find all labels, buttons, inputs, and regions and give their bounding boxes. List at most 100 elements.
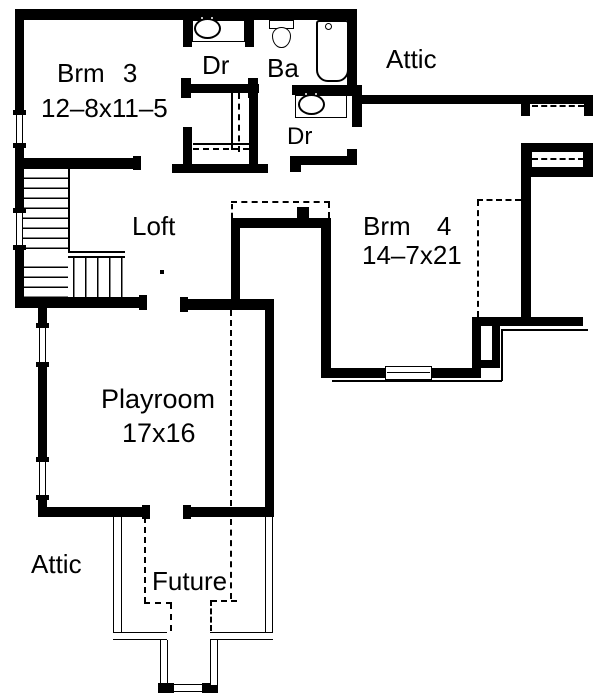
wall-attic <box>352 95 593 104</box>
wall-attic-access-top <box>521 143 593 152</box>
eave-outline <box>265 517 273 632</box>
window-sill <box>13 143 26 148</box>
attic-access-dashed <box>532 158 584 160</box>
eave-line <box>502 329 588 331</box>
plan-dot <box>160 270 164 274</box>
ceiling-dashed-line <box>477 199 521 201</box>
room-label-brm3: Brm 3 <box>57 58 138 88</box>
wall-dr2-top <box>292 85 352 95</box>
wall-playroom-left <box>38 495 47 517</box>
wall-attic-access-right <box>584 143 593 177</box>
window-sill <box>36 457 49 462</box>
ceiling-dashed-line <box>477 200 479 317</box>
future-dashed-line <box>144 517 146 603</box>
wall-left-exterior <box>15 9 24 115</box>
faucet-dot <box>304 92 308 96</box>
closet-shelf-line <box>231 93 233 150</box>
eave-outline <box>160 640 168 685</box>
bathtub-fixture <box>316 20 349 82</box>
sink-fixture <box>194 18 221 39</box>
faucet-dot <box>210 16 214 20</box>
door-jamb <box>133 156 141 170</box>
door-jamb <box>180 297 188 312</box>
threshold <box>174 684 202 692</box>
window <box>39 328 46 362</box>
room-label-attic-top: Attic <box>386 44 437 74</box>
door-jamb <box>142 505 150 519</box>
window <box>39 462 46 495</box>
door-jamb <box>139 295 147 310</box>
wall-bath-right <box>347 20 357 96</box>
room-dims-brm3: 12–8x11–5 <box>41 93 168 123</box>
wall-stub <box>183 20 192 47</box>
window-sill <box>36 323 49 328</box>
wall-closet-right <box>249 84 258 164</box>
stair-stringer <box>68 169 70 253</box>
room-label-future: Future <box>152 566 228 596</box>
room-label-ba: Ba <box>267 53 299 83</box>
window-sill <box>13 110 26 115</box>
wall-chase <box>492 326 500 368</box>
wall-attic-access-bottom <box>521 168 593 177</box>
wall-brm3-bottom <box>20 158 141 169</box>
door-jamb <box>347 149 357 165</box>
room-dims-playroom: 17x16 <box>122 418 196 448</box>
room-label-playroom: Playroom <box>101 384 216 414</box>
faucet-dot <box>314 92 318 96</box>
door-jamb <box>158 683 174 693</box>
wall-loft-bottom <box>180 299 266 310</box>
stair-treads <box>22 169 69 254</box>
wall-brm4-left <box>321 218 331 378</box>
room-dims-brm4: 14–7x21 <box>362 240 462 270</box>
stair-treads <box>22 258 68 298</box>
wall-hall-bottom <box>172 164 268 173</box>
future-dashed-line <box>210 600 212 631</box>
room-label-dr1: Dr <box>202 50 230 80</box>
wall-left-exterior <box>15 143 24 213</box>
window <box>385 366 432 380</box>
sink-fixture <box>298 94 325 115</box>
eave-outline <box>210 640 218 685</box>
door-jamb <box>181 78 191 98</box>
window-mullion <box>387 372 430 373</box>
wall-playroom-left <box>38 307 47 328</box>
closet-rod-line <box>238 93 240 152</box>
window-sill <box>13 208 26 213</box>
eave-outline <box>113 632 167 640</box>
closet-rod-line <box>193 148 249 150</box>
eave-outline <box>113 517 122 632</box>
wall-step <box>472 317 481 378</box>
room-label-dr2: Dr <box>287 123 313 150</box>
window-sill <box>13 245 26 250</box>
wall-playroom-right <box>265 299 274 517</box>
wall-playroom-bottom <box>42 507 150 517</box>
toilet-fixture <box>272 27 291 48</box>
window <box>16 115 23 143</box>
wall-loft-bottom <box>18 297 147 308</box>
wall-brm4-right <box>521 143 531 317</box>
ceiling-dashed-line <box>231 201 330 203</box>
wall-playroom-bottom <box>183 507 273 517</box>
wall-stub <box>584 104 593 116</box>
ceiling-dashed-line <box>230 310 232 506</box>
stair-railing <box>68 251 125 258</box>
wall-stub <box>521 104 530 116</box>
wall-top-exterior <box>15 9 357 20</box>
eave-outline <box>210 632 273 640</box>
door-jamb <box>183 505 191 519</box>
wall-dr2-bottom <box>292 156 357 165</box>
future-dashed-line <box>144 602 172 604</box>
door-jamb <box>290 156 301 172</box>
room-label-loft: Loft <box>132 211 176 241</box>
stair-treads <box>73 258 125 298</box>
room-label-attic-bottom: Attic <box>31 549 82 579</box>
future-dashed-line <box>211 600 237 602</box>
door-jamb <box>202 683 218 693</box>
wall-playroom-left <box>38 362 47 462</box>
wall-closet-top <box>183 84 259 93</box>
wall-dr2-right <box>352 85 362 127</box>
eave-line <box>501 329 503 381</box>
wall-chase <box>481 360 500 368</box>
tub-faucet <box>325 23 332 30</box>
